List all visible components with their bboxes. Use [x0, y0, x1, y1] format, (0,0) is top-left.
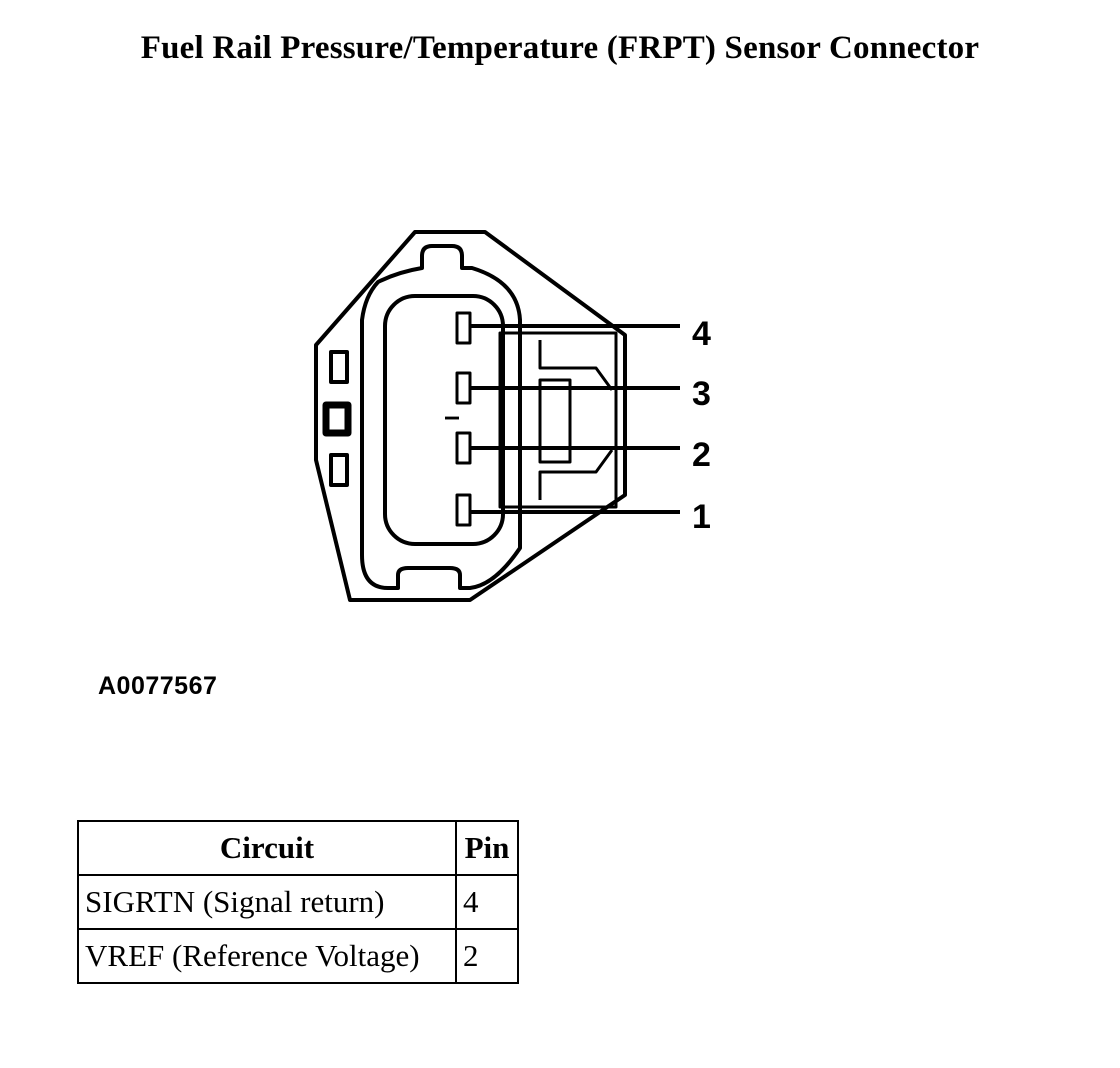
table-cell-circuit: SIGRTN (Signal return) [77, 874, 457, 930]
figure-id: A0077567 [98, 672, 218, 700]
pin-label-3: 3 [692, 375, 711, 413]
connector-flange [360, 244, 522, 590]
key-mark: I [440, 415, 462, 421]
pin-cavity [383, 294, 505, 546]
terminal-1 [455, 493, 472, 527]
terminal-3 [455, 371, 472, 405]
table-cell-circuit: VREF (Reference Voltage) [77, 928, 457, 984]
column-header-pin: Pin [455, 820, 519, 876]
lock-slot-top [329, 350, 349, 384]
pin-label-2: 2 [692, 436, 711, 474]
lock-slot-middle [322, 401, 352, 437]
seal-frame [498, 331, 618, 509]
table-header-row: Circuit Pin [77, 820, 519, 876]
column-header-circuit: Circuit [77, 820, 457, 876]
terminal-2 [455, 431, 472, 465]
lock-slot-bottom [329, 453, 349, 487]
table-cell-pin: 2 [455, 928, 519, 984]
pin-label-1: 1 [692, 498, 711, 536]
page-title: Fuel Rail Pressure/Temperature (FRPT) Se… [140, 30, 980, 66]
table-row: SIGRTN (Signal return) 4 [77, 874, 519, 930]
connector-housing-outline [314, 230, 627, 602]
circuit-pin-table: Circuit Pin SIGRTN (Signal return) 4 VRE… [77, 820, 519, 984]
terminal-4 [455, 311, 472, 345]
table-row: VREF (Reference Voltage) 2 [77, 928, 519, 984]
seal-frame-inner [538, 340, 614, 500]
seal-frame-web [538, 378, 572, 464]
table-cell-pin: 4 [455, 874, 519, 930]
pin-label-4: 4 [692, 315, 711, 353]
